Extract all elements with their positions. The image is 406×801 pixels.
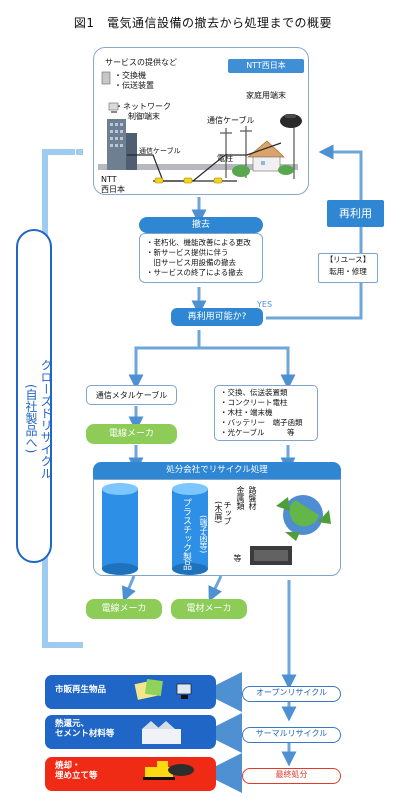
final-output-line-1: 焼却・ [55,761,81,771]
figure-title: 図1 電気通信設備の撤去から処理までの概要 [73,16,333,30]
equipment-item-5: ・光ケーブル 等 [220,428,295,437]
removal-item-1: ・老朽化、機能改善による更改 [146,238,251,247]
telephone-icon [280,114,302,128]
pole-label: 電柱 [217,154,233,163]
exchange-label-2: ・伝送装置 [114,81,154,90]
cable-connectors [154,177,223,184]
open-recycle-route: オープンリサイクル [242,686,341,702]
exchange-icon [101,71,111,85]
reuse-detail-1: 【リユース】 [325,255,371,264]
comm-cable-label: 通信ケーブル [207,116,255,125]
closed-recycle-line-2: (自社製品へ) [24,384,38,454]
exchange-label-1: ・交換機 [114,71,146,80]
metal-cable-box: 通信メタルケーブル [86,385,177,405]
home-terminal-label: 家庭用端末 [246,91,286,100]
closed-recycle-line-1: クローズドリサイクル [39,359,53,479]
factory-icon [142,721,181,744]
closed-loop-frame [16,149,83,648]
thermal-recycle-output: 熱還元、 セメント材料等 [45,715,216,749]
final-disposal-route: 最終処分 [242,768,341,784]
bottom-electric-maker: 電材メーカ [171,599,247,619]
ntt-label-1: NTT [101,175,117,184]
network-label-1: ・ネットワーク [115,102,171,111]
removal-title: 撤去 [139,217,263,233]
closed-recycle-label: クローズドリサイクル (自社製品へ) [17,255,53,583]
metal-cable-cylinder [102,483,138,575]
reuse-detail-2: 転用・修理 [329,267,367,276]
output-icons [134,678,194,780]
ntt-badge: NTT西日本 [228,59,304,73]
wire-maker-box: 電線メーカ [86,424,177,444]
equipment-item-2: ・コンクリート電柱 [220,398,288,407]
roadbase-label: 路盤材 [248,486,257,510]
chip-label: チップ [223,501,232,525]
recycle-globe-icon [276,495,331,541]
bulldozer-icon [143,761,194,780]
final-disposal-output: 焼却・ 埋め立て等 [45,757,216,791]
plastic-cylinder-label: プラスチック製品 [181,498,191,570]
ntt-label-2: 西日本 [101,185,125,194]
removal-item-4: ・サービスの終了による撤去 [146,268,244,277]
material-machine-icon [250,546,292,565]
thermal-output-line-1: 熱還元、 [55,719,90,729]
removal-item-2: ・新サービス提供に伴う [146,248,229,257]
open-recycle-output-label: 市販再生物品 [55,685,107,695]
yes-label: YES [257,300,273,309]
disposal-illustration [102,483,331,575]
reusable-check: 再利用可能か? [171,308,263,326]
reuse-detail-box: 【リユース】 転用・修理 [318,253,378,283]
bottom-wire-maker: 電線メーカ [86,599,162,619]
reuse-box: 再利用 [327,200,384,227]
equipment-item-4: ・バッテリー 端子函類 [220,418,303,427]
computer-icon [108,102,119,113]
final-output-line-2: 埋め立て等 [55,771,98,781]
equipment-item-3: ・木柱・端末機 [220,408,273,417]
house-icon [232,140,294,177]
removal-panel: ・老朽化、機能改善による更改 ・新サービス提供に伴う 旧サービス用設備の撤去 ・… [139,233,263,283]
scene-illustration [98,71,302,184]
service-label: サービスの提供など [105,58,177,67]
thermal-recycle-route: サーマルリサイクル [242,727,341,743]
plastic-cylinder-sublabel: (端子函等) [199,514,208,554]
equipment-item-1: ・交換、伝送装置類 [220,388,288,397]
network-label-2: 制御端末 [128,112,160,121]
thermal-output-line-2: セメント材料等 [55,729,115,739]
wood-chip-label: (木屑) [214,501,223,524]
plastic-product-cylinder [172,483,208,575]
removal-item-3: 旧サービス用設備の撤去 [146,258,236,267]
building-icon [107,119,137,170]
comm-cable-small-label: 通信ケーブル [139,147,181,155]
cable-routes [127,142,282,182]
market-goods-icon [134,678,192,700]
equipment-list-panel: ・交換、伝送装置類 ・コンクリート電柱 ・木柱・端末機 ・バッテリー 端子函類 … [214,385,318,441]
metal-cable-cylinder-label: メタルケーブル [141,496,151,560]
disposal-title: 処分会社でリサイクル処理 [93,462,341,479]
metal-material-label: 金属類 [236,486,245,510]
etc-label: 等 [233,554,242,562]
